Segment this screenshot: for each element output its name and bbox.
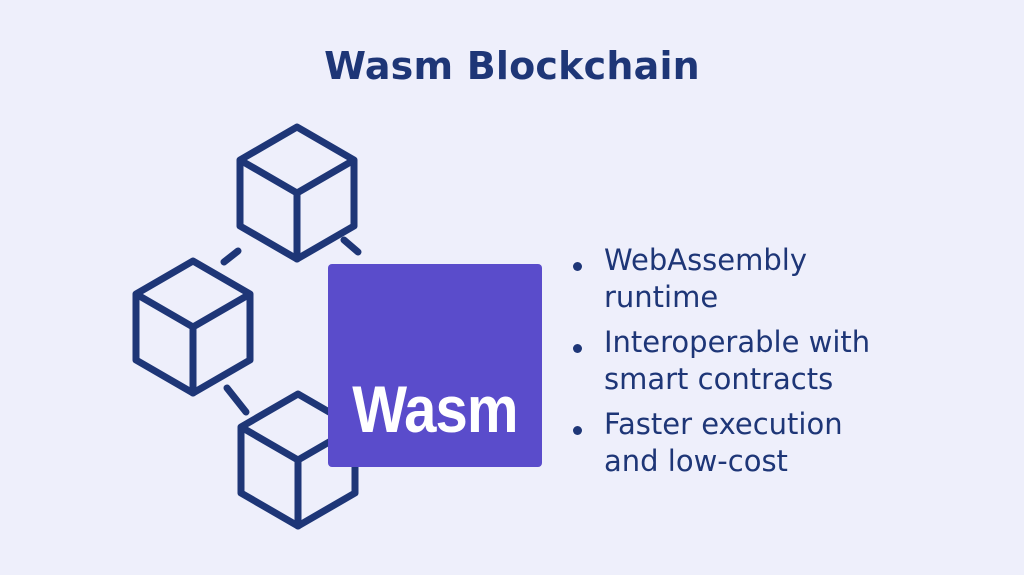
bullet-line: and low-cost (604, 444, 788, 478)
bullet-line: Faster execution (604, 407, 843, 441)
bullet-line: smart contracts (604, 362, 834, 396)
bullet-line: WebAssembly (604, 243, 807, 277)
wasm-label: Wasm (352, 372, 518, 446)
bullet-line: runtime (604, 280, 719, 314)
connector-top-left (220, 247, 242, 266)
cube-icon (240, 127, 354, 259)
cube-icon (136, 261, 250, 393)
connector-top-right (340, 236, 362, 256)
feature-list: WebAssembly runtime Interoperable with s… (566, 242, 1006, 488)
bullet-dot-icon (573, 262, 582, 271)
bullet-line: Interoperable with (604, 325, 871, 359)
list-item: Faster execution and low-cost (566, 406, 1006, 480)
wasm-block: Wasm (328, 264, 542, 467)
bullet-dot-icon (573, 426, 582, 435)
connector-left-bottom (223, 384, 250, 416)
page-title: Wasm Blockchain (324, 44, 700, 88)
list-item: Interoperable with smart contracts (566, 324, 1006, 398)
list-item: WebAssembly runtime (566, 242, 1006, 316)
bullet-dot-icon (573, 344, 582, 353)
chain-connectors (220, 236, 362, 416)
